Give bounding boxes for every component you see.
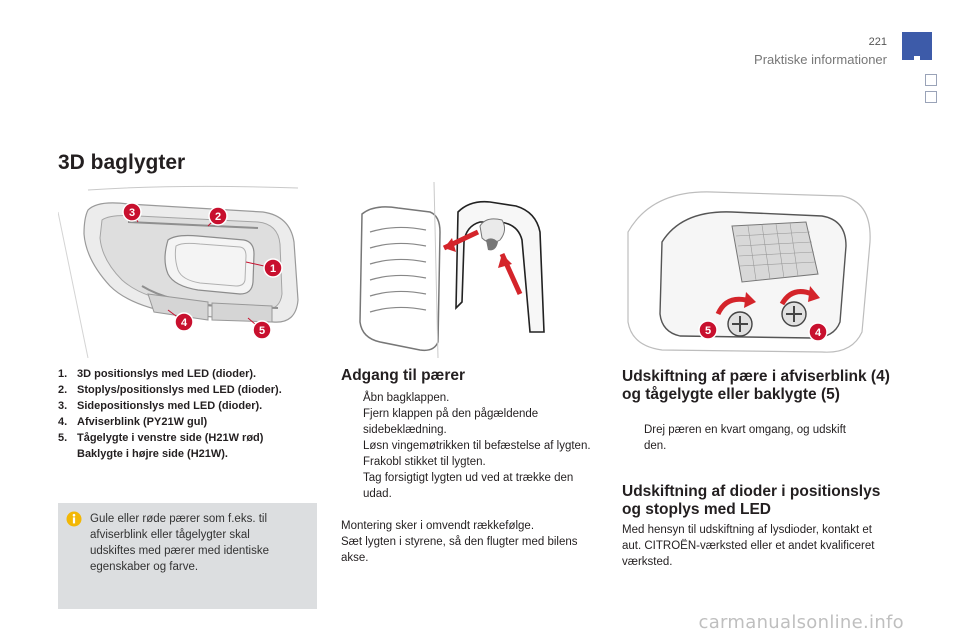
- replace-bulb-steps: Drej pæren en kvart omgang, og udskift d…: [622, 422, 862, 454]
- push-arrow: [498, 252, 523, 296]
- callout-4: 4: [167, 309, 194, 332]
- chapter-tab: [902, 32, 932, 60]
- callout-4: 4: [808, 322, 828, 342]
- page-number: 221: [868, 36, 887, 48]
- info-icon: [66, 511, 82, 527]
- callout-3: 3: [122, 202, 142, 223]
- access-panel-illustration: [359, 182, 545, 358]
- pull-arrow: [442, 229, 480, 252]
- svg-text:4: 4: [815, 327, 822, 339]
- info-text: Gule eller røde pærer som f.eks. til afv…: [90, 513, 269, 573]
- page-title: 3D baglygter: [58, 151, 186, 174]
- watermark: carmanualsonline.info: [698, 612, 904, 633]
- rotate-arrow-right: [779, 286, 820, 306]
- replace-bulb-heading: Udskiftning af pære i afviserblink (4) o…: [622, 368, 890, 403]
- svg-text:3: 3: [129, 207, 135, 219]
- info-box: [58, 503, 317, 609]
- bulb-holder-illustration: 5 4: [627, 191, 871, 353]
- rotate-arrow-left: [715, 292, 756, 316]
- svg-text:1: 1: [270, 263, 276, 275]
- chapter-tab-box: [925, 91, 937, 103]
- access-note-2: Sæt lygten i styrene, så den flugter med…: [341, 536, 578, 564]
- chapter-tab-box: [925, 74, 937, 86]
- list-item: Drej pæren en kvart omgang, og udskift d…: [644, 424, 846, 452]
- list-item: 4.Afviserblink (PY21W gul): [58, 416, 208, 428]
- parts-list: 1.3D positionslys med LED (dioder). 2.St…: [58, 366, 328, 462]
- replace-led-text: Med hensyn til udskiftning af lysdioder,…: [622, 524, 875, 568]
- list-item: 2.Stoplys/positionslys med LED (dioder).: [58, 384, 282, 396]
- chapter-tab-marker: [914, 56, 920, 60]
- svg-text:2: 2: [215, 211, 221, 223]
- list-item: 5.Tågelygte i venstre side (H21W rød) Ba…: [58, 432, 264, 460]
- callout-5: 5: [247, 317, 272, 340]
- svg-text:5: 5: [259, 325, 265, 337]
- access-steps: Åbn bagklappen. Fjern klappen på den påg…: [341, 390, 601, 502]
- replace-led-heading: Udskiftning af dioder i positionslys og …: [622, 483, 881, 518]
- access-note-1: Montering sker i omvendt rækkefølge.: [341, 520, 535, 532]
- svg-text:4: 4: [181, 317, 188, 329]
- callout-2: 2: [207, 206, 228, 227]
- access-heading: Adgang til pærer: [341, 367, 466, 384]
- list-item: Åbn bagklappen.: [363, 392, 450, 404]
- rear-lamp-illustration: 3 2 1 4 5: [58, 185, 299, 358]
- callout-1: 1: [245, 258, 283, 278]
- list-item: Fjern klappen på den pågældende sidebekl…: [363, 408, 539, 436]
- list-item: 1.3D positionslys med LED (dioder).: [58, 368, 257, 380]
- list-item: Frakobl stikket til lygten.: [363, 456, 486, 468]
- list-item: Løsn vingemøtrikken til befæstelse af ly…: [363, 440, 591, 452]
- svg-text:5: 5: [705, 325, 711, 337]
- list-item: 3.Sidepositionslys med LED (dioder).: [58, 400, 263, 412]
- list-item: Tag forsigtigt lygten ud ved at trække d…: [363, 472, 574, 500]
- section-title: Praktiske informationer: [754, 52, 887, 67]
- callout-5: 5: [698, 320, 718, 340]
